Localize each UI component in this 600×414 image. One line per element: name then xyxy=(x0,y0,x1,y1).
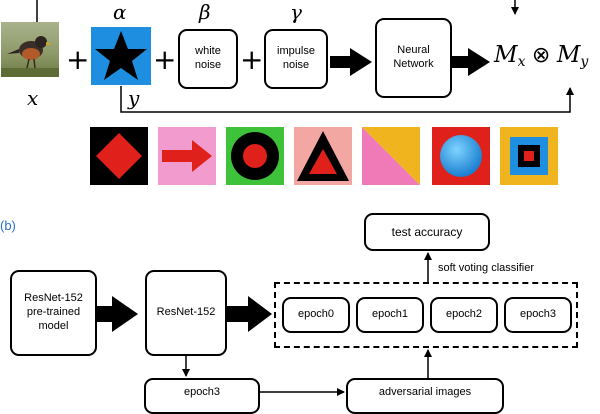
gamma-symbol: γ xyxy=(290,0,302,24)
epoch-box-1: epoch1 xyxy=(356,297,424,333)
mask-x: M xyxy=(494,42,518,68)
epoch-ensemble-container xyxy=(274,282,578,348)
soft-voting-label: soft voting classifier xyxy=(438,262,534,274)
adversarial-images-box: adversarial images xyxy=(346,378,504,414)
circle-icon xyxy=(440,135,482,177)
epoch-box-2: epoch2 xyxy=(430,297,498,333)
mask-y-subscript: y xyxy=(580,54,589,71)
bird-image xyxy=(1,22,59,77)
pattern-diamond xyxy=(90,127,148,185)
output-expression: Mx ⊗ My xyxy=(494,42,588,70)
neural-network-box: Neural Network xyxy=(375,18,452,98)
mask-x-subscript: x xyxy=(517,54,526,71)
pattern-triangle xyxy=(294,127,352,185)
mask-y: M xyxy=(556,42,581,68)
ring-icon xyxy=(231,132,279,180)
test-accuracy-box: test accuracy xyxy=(364,213,490,251)
beta-symbol: β xyxy=(199,0,211,24)
star-icon xyxy=(95,31,147,80)
plus-sign-1: + xyxy=(66,43,90,76)
resnet-pretrained-box: ResNet-152 pre-trained model xyxy=(10,270,97,356)
pattern-split xyxy=(362,127,420,185)
y-feedback-line xyxy=(120,86,574,113)
arrow-resnet-to-epochs xyxy=(227,296,272,332)
arrow-to-output xyxy=(452,48,490,76)
epoch-box-3: epoch3 xyxy=(504,297,572,333)
plus-sign-3: + xyxy=(240,43,264,76)
plus-sign-2: + xyxy=(153,43,177,76)
star-pattern xyxy=(91,27,151,85)
pattern-arrow xyxy=(158,127,216,185)
epoch3-bottom-box: epoch3 xyxy=(144,378,260,414)
otimes-symbol: ⊗ xyxy=(531,43,551,68)
white-noise-box: white noise xyxy=(178,29,238,89)
arrow-icon xyxy=(162,140,212,172)
resnet-box: ResNet-152 xyxy=(145,270,227,356)
connector-lines xyxy=(36,0,574,396)
arrow-to-network xyxy=(330,48,372,76)
alpha-symbol: α xyxy=(113,0,127,24)
triangle-icon xyxy=(297,131,349,181)
split-icon xyxy=(362,127,420,185)
diamond-icon xyxy=(96,133,142,179)
bird-icon xyxy=(1,36,59,77)
var-x-label: x xyxy=(27,86,39,110)
panel-b-label: (b) xyxy=(0,218,16,233)
pattern-nested-squares xyxy=(500,127,558,185)
var-y-label: y xyxy=(128,86,140,110)
arrow-pretrained-to-resnet xyxy=(97,296,138,332)
epoch-box-0: epoch0 xyxy=(282,297,350,333)
pattern-circle xyxy=(432,127,490,185)
impulse-noise-box: impulse noise xyxy=(264,29,328,89)
pattern-ring xyxy=(226,127,284,185)
nested-squares-icon xyxy=(510,137,548,175)
